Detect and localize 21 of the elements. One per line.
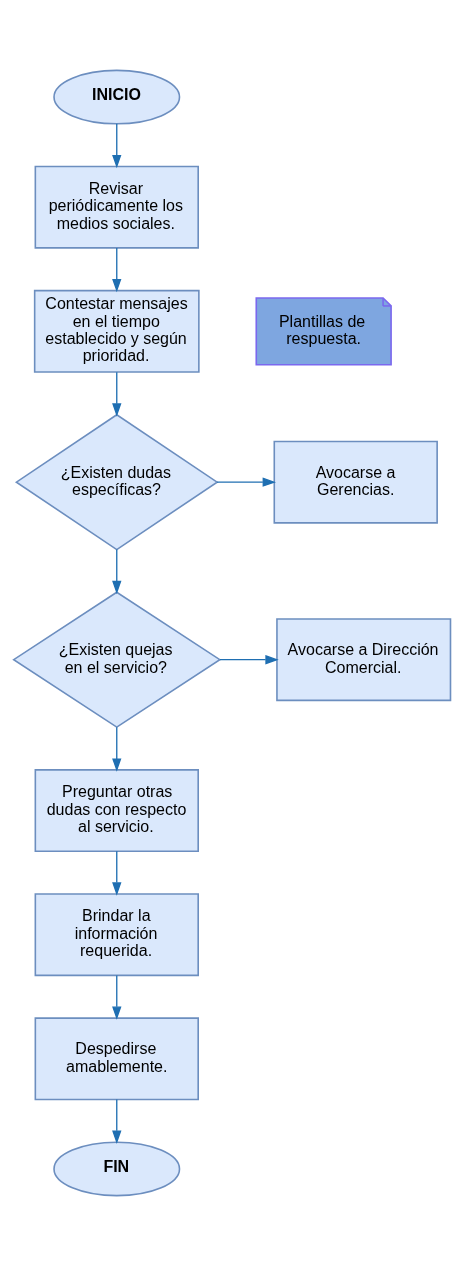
node-box: Contestar mensajes en el tiempo establecido y según prioridad. (33, 289, 200, 373)
node-diamond: ¿Existen dudas específicas? (14, 413, 219, 551)
node-box: Revisar periódicamente los medios sociales. (34, 165, 199, 249)
node-box: Brindar la información requerida. (34, 893, 199, 977)
node-ellipse: INICIO (53, 69, 181, 125)
node-box: Despedirse amablemente. (34, 1017, 199, 1101)
arrow (112, 548, 122, 595)
node-diamond: ¿Existen quejas en el servicio? (12, 591, 222, 729)
arrow (216, 477, 276, 487)
arrow (112, 974, 122, 1020)
node-box: Preguntar otras dudas con respecto al servicio. (34, 769, 199, 853)
arrow (112, 850, 122, 896)
arrow (112, 1098, 122, 1144)
arrow (112, 123, 122, 169)
arrow (112, 247, 122, 293)
arrow (112, 726, 122, 772)
node-box: Avocarse a Dirección Comercial. (276, 618, 452, 702)
arrow (112, 371, 122, 417)
node-box: Avocarse a Gerencias. (273, 440, 438, 524)
node-ellipse: FIN (53, 1141, 181, 1197)
arrow (219, 655, 279, 665)
